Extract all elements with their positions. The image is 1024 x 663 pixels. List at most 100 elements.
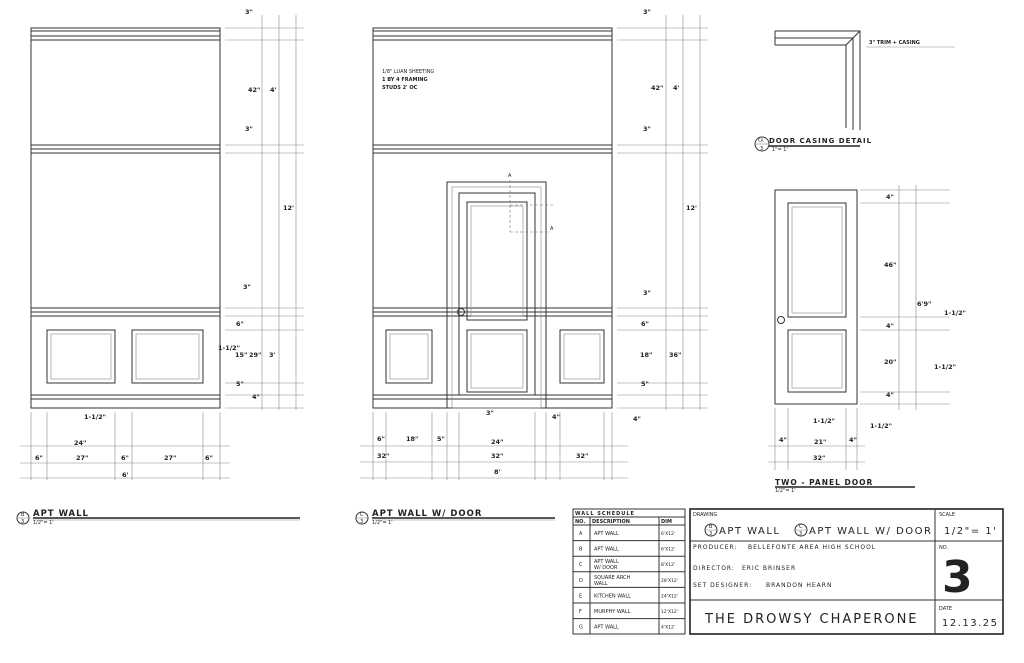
sheet-number: 3 xyxy=(942,552,973,603)
raised-panel xyxy=(466,329,528,393)
dim-label: 6'9" xyxy=(917,300,931,308)
drawing-title: APT WALL W/ DOOR xyxy=(372,509,482,519)
wall-elevation xyxy=(30,27,221,409)
panel-inset xyxy=(389,333,429,380)
panel-inset xyxy=(791,206,843,314)
drawing-linework xyxy=(20,15,1004,635)
dim-label: 18" xyxy=(640,351,652,359)
casing-detail: 3" TRIM + CASING CA 3 DOOR CASING DETAIL… xyxy=(754,40,920,153)
show-title: THE DROWSY CHAPERONE xyxy=(704,612,919,627)
dim-label: 24" xyxy=(491,438,503,446)
dim-label: 4" xyxy=(552,413,560,421)
schedule-cell: APT WALL xyxy=(594,531,619,537)
marker-bottom: 3 xyxy=(21,519,24,525)
dim-label: 1-1/2" xyxy=(944,309,966,317)
schedule-cell: B xyxy=(579,547,583,553)
dim-label: 32" xyxy=(377,452,389,460)
schedule-cell: APT WALL xyxy=(594,625,619,631)
drawing-label: DRAWING xyxy=(693,512,717,518)
raised-panel xyxy=(385,329,433,384)
dim-label: 1-1/2" xyxy=(934,363,956,371)
schedule-cell: 4'X12' xyxy=(661,625,675,631)
dim-label: 4" xyxy=(779,436,787,444)
marker-top: B xyxy=(709,524,713,530)
schedule-cell: F xyxy=(579,609,582,615)
designer-label: SET DESIGNER: xyxy=(693,582,752,589)
door-dimensions: 4" 46" 6'9" 4" 1-1/2" 20" 1-1/2" 4" 1-1/… xyxy=(775,193,966,494)
wall-b-dimensions: 3" 42" 4' 3" 12' 3" 6" 1-1/2" 15" 29" 3'… xyxy=(35,8,294,479)
dim-label: 5" xyxy=(437,435,445,443)
title-block: DRAWING B 3 APT WALL C 3 APT WALL W/ DOO… xyxy=(693,512,997,629)
schedule-cell: 6'X12' xyxy=(661,547,675,553)
dim-label: 4" xyxy=(633,415,641,423)
drawing-name: APT WALL xyxy=(719,526,780,537)
dim-label: 46" xyxy=(884,261,896,269)
schedule-cell: E xyxy=(579,593,582,599)
schedule-cell: 6'X12' xyxy=(661,531,675,537)
dim-label: 4' xyxy=(673,84,680,92)
schedule-cell: D xyxy=(579,578,583,584)
dim-label: 32" xyxy=(813,454,825,462)
date-label: DATE xyxy=(939,606,952,612)
raised-panel xyxy=(559,329,605,384)
producer: BELLEFONTE AREA HIGH SCHOOL xyxy=(748,544,876,551)
panel-inset xyxy=(470,333,524,389)
schedule-cell: WALL xyxy=(594,581,608,587)
schedule-cell: APT WALL xyxy=(594,547,619,553)
dim-label: 32" xyxy=(576,452,588,460)
door-knob xyxy=(457,308,465,316)
note: 1 BY 4 FRAMING xyxy=(382,77,428,83)
dim-label: 12' xyxy=(283,204,294,212)
dim-label: 32" xyxy=(491,452,503,460)
schedule-cell: C xyxy=(579,562,583,568)
dim-label: 27" xyxy=(76,454,88,462)
dim-label: 3" xyxy=(245,8,253,16)
raised-panel xyxy=(131,329,204,384)
dim-label: 4" xyxy=(886,391,894,399)
raised-panel xyxy=(46,329,116,384)
panel-inset xyxy=(563,333,601,380)
schedule-cell: APT WALL xyxy=(594,559,619,565)
raised-panel xyxy=(787,202,847,318)
marker-bottom: 3 xyxy=(709,531,712,537)
schedule-cell: 12'X12' xyxy=(661,609,678,615)
schedule-cell: 28'X12' xyxy=(661,578,678,584)
marker-top: B xyxy=(21,512,25,518)
marker-bottom: 3 xyxy=(799,531,802,537)
schedule-header: DESCRIPTION xyxy=(592,519,630,525)
drawing-scale: 1/2"= 1' xyxy=(33,520,54,526)
schedule-cell: SQUARE ARCH xyxy=(594,575,631,581)
door-knob xyxy=(777,316,785,324)
dim-label: 12' xyxy=(686,204,697,212)
dim-label: 5" xyxy=(641,380,649,388)
dim-label: 1-1/2" xyxy=(813,417,835,425)
director: ERIC BRINSER xyxy=(742,565,796,572)
drawing-scale: 1/2"= 1' xyxy=(775,488,796,494)
dim-label: 4" xyxy=(886,322,894,330)
door-casing xyxy=(446,181,547,409)
dim-label: 4" xyxy=(886,193,894,201)
dim-label: 8' xyxy=(494,468,501,476)
dim-label: 6" xyxy=(236,320,244,328)
schedule-header: DIM xyxy=(661,519,672,525)
dim-label: 6" xyxy=(641,320,649,328)
dim-label: 5" xyxy=(236,380,244,388)
dim-label: 36" xyxy=(669,351,681,359)
door-casing-inner xyxy=(451,186,542,409)
schedule-cell: W/ DOOR xyxy=(594,565,618,571)
casing-profile xyxy=(774,30,861,130)
dim-label: 24" xyxy=(74,439,86,447)
dim-label: 6" xyxy=(205,454,213,462)
dim-label: 42" xyxy=(651,84,663,92)
dim-label: 29" xyxy=(249,351,261,359)
scale-label: SCALE xyxy=(939,512,955,518)
dim-label: 21" xyxy=(814,438,826,446)
dim-label: 4' xyxy=(270,86,277,94)
marker-top: C xyxy=(799,524,803,530)
dim-label: 1-1/2" xyxy=(870,422,892,430)
marker-top: CA xyxy=(758,138,764,143)
dim-label: 6" xyxy=(121,454,129,462)
dim-label: 3" xyxy=(643,125,651,133)
scale-value: 1/2"= 1' xyxy=(944,526,997,537)
dim-label: 1-1/2" xyxy=(84,413,106,421)
